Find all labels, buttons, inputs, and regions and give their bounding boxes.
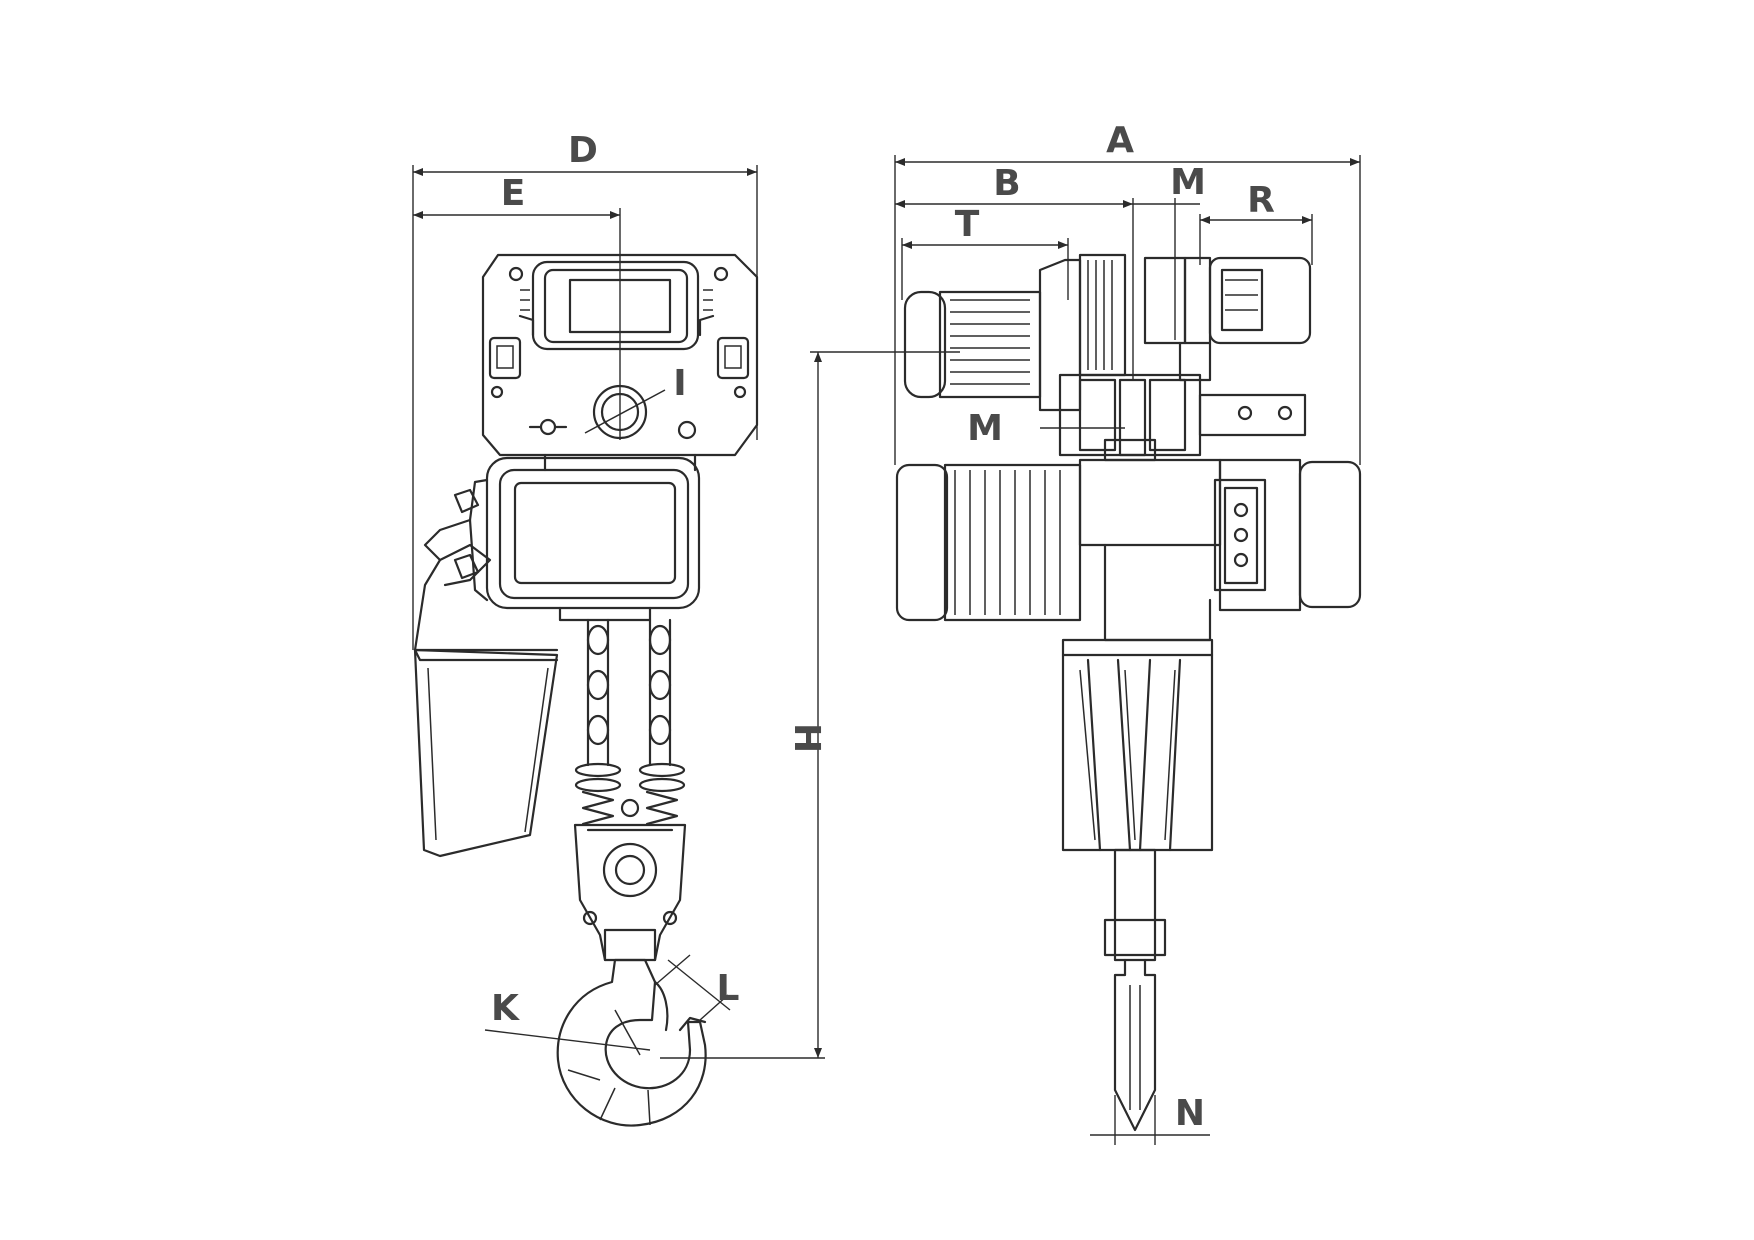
dimension-a: A: [894, 120, 1361, 465]
label-e: E: [501, 173, 526, 214]
dimension-m-top: M: [1133, 162, 1206, 340]
label-m-mid: M: [967, 408, 1003, 449]
label-m-top: M: [1170, 162, 1206, 203]
label-b: B: [993, 163, 1020, 204]
hook: [556, 958, 707, 1127]
chain-bag: [413, 488, 559, 858]
load-chains: [586, 618, 672, 767]
label-d: D: [568, 130, 598, 171]
dimension-n: N: [1090, 1093, 1210, 1145]
label-r: R: [1247, 180, 1275, 221]
label-t: T: [955, 204, 980, 245]
front-view: A B M R: [894, 120, 1362, 1145]
label-l: L: [717, 968, 740, 1009]
dimension-e: E: [413, 173, 621, 440]
trolley-side: [1143, 256, 1312, 437]
label-k: K: [491, 988, 520, 1029]
gearbox-housing: [1061, 638, 1214, 852]
label-a: A: [1106, 120, 1134, 161]
hook-block: [573, 823, 687, 962]
trolley-motor: [903, 253, 1127, 412]
dimension-l: L: [654, 954, 740, 1021]
dimension-k: K: [484, 988, 651, 1051]
hoist-body-front: [895, 458, 1362, 642]
dimension-h: H: [660, 351, 960, 1059]
hoist-body: [468, 453, 701, 622]
buffer-springs: [574, 762, 686, 826]
dimension-d: D: [412, 130, 758, 650]
side-view: D E: [412, 130, 960, 1127]
trolley-plate: [481, 253, 759, 457]
label-i: I: [673, 363, 686, 404]
label-n: N: [1175, 1093, 1205, 1134]
dimension-r: R: [1199, 180, 1313, 265]
dimension-t: T: [901, 204, 1069, 300]
hook-front: [1103, 848, 1167, 1132]
dimension-b: B: [895, 163, 1134, 380]
trolley-frame: M: [967, 373, 1202, 462]
label-h: H: [786, 723, 827, 753]
